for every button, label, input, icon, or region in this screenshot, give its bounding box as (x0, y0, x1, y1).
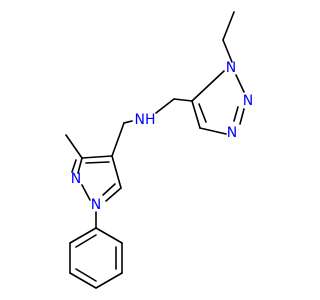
bond-nh-ch2 (123, 120, 133, 124)
atom-amine-nh: NH (135, 112, 156, 128)
bond-pyrazole-c4-c5 (111, 155, 122, 189)
bond-triazole-n3-c4 (199, 127, 227, 135)
bond-ethyl-ch2-n1 (222, 39, 233, 63)
atom-pyrazole-n2: N (71, 171, 81, 187)
bond-triazole-c4-c5-a (191, 100, 201, 129)
bond-triazole-c4-c5-b (198, 103, 207, 123)
bond-triazole-c5-n1 (191, 70, 225, 102)
bond-pyrazole-n2-c3-a (77, 157, 83, 174)
bond-ethyl-ch3-ch2 (222, 11, 235, 41)
bond-ch2-nh (155, 98, 175, 114)
bond-phenyl-3-4 (95, 272, 123, 289)
bonds (65, 11, 245, 289)
bond-c3-methyl (65, 134, 83, 159)
atom-pyrazole-n1: N (91, 197, 101, 213)
bond-phenyl-6-1-a (69, 227, 97, 244)
bond-ch2-pyrazole-c4 (111, 122, 125, 157)
bond-pyrazole-c4-c3-b (85, 161, 110, 164)
bond-c5-ch2 (173, 98, 193, 102)
atom-triazole-n1: N (226, 60, 236, 76)
molecule-diagram: N N N NH N N (65, 11, 253, 289)
bond-pyrazole-n2-c3-b (71, 159, 77, 173)
bond-triazole-n1-n2 (235, 74, 245, 93)
bond-phenyl-4-5-a (69, 272, 97, 289)
bond-pyrazole-c5-n1-a (105, 187, 122, 202)
atom-triazole-n3: N (227, 125, 237, 141)
bond-phenyl-6-1-b (75, 234, 97, 248)
atom-triazole-n2: N (243, 93, 253, 109)
atom-labels: N N N NH N N (71, 60, 253, 213)
bond-triazole-n2-n3-a (239, 108, 245, 125)
bond-pyrazole-n1-n2 (81, 184, 91, 201)
bond-pyrazole-c4-c3-a (81, 155, 113, 159)
bond-phenyl-1-2 (95, 227, 123, 244)
bond-triazole-n2-n3-b (233, 106, 239, 122)
bond-phenyl-4-5-b (75, 268, 97, 282)
bond-pyrazole-c5-n1-b (102, 183, 116, 196)
